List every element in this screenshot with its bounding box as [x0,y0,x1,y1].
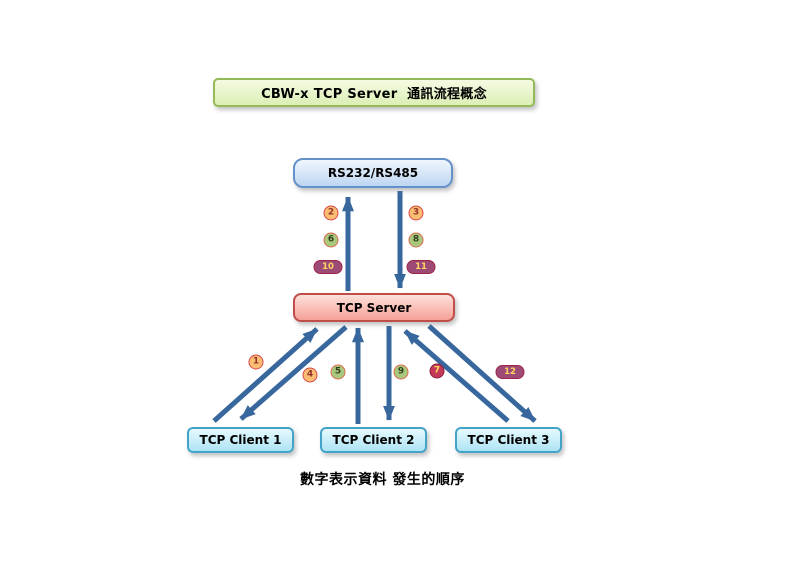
step-badge-8: 8 [408,232,424,248]
step-badge-6: 6 [323,232,339,248]
node-rs232-rs485: RS232/RS485 [293,158,453,188]
step-badge-2: 2 [323,205,339,221]
step-badge-7: 7 [429,363,445,379]
title-box: CBW-x TCP Server 通訊流程概念 [213,78,535,107]
step-badge-12: 12 [495,365,525,379]
step-badge-11: 11 [406,260,436,274]
node-rs232-rs485-label: RS232/RS485 [327,166,419,180]
node-tcp-client-1-label: TCP Client 1 [199,433,282,447]
node-tcp-client-2: TCP Client 2 [320,427,427,453]
diagram-caption: 數字表示資料 發生的順序 [300,472,465,488]
step-badge-9: 9 [393,364,409,380]
node-tcp-client-1: TCP Client 1 [187,427,294,453]
node-tcp-client-3-label: TCP Client 3 [467,433,550,447]
node-tcp-server-label: TCP Server [336,300,412,315]
step-badge-3: 3 [408,205,424,221]
step-badge-4: 4 [302,367,318,383]
node-tcp-client-2-label: TCP Client 2 [332,433,415,447]
step-badge-1: 1 [248,354,264,370]
node-tcp-server: TCP Server [293,293,455,322]
arrow-client3-to-server [403,329,510,423]
node-tcp-client-3: TCP Client 3 [455,427,562,453]
diagram-title: CBW-x TCP Server 通訊流程概念 [261,87,487,102]
step-badge-5: 5 [330,364,346,380]
step-badge-10: 10 [313,260,343,274]
